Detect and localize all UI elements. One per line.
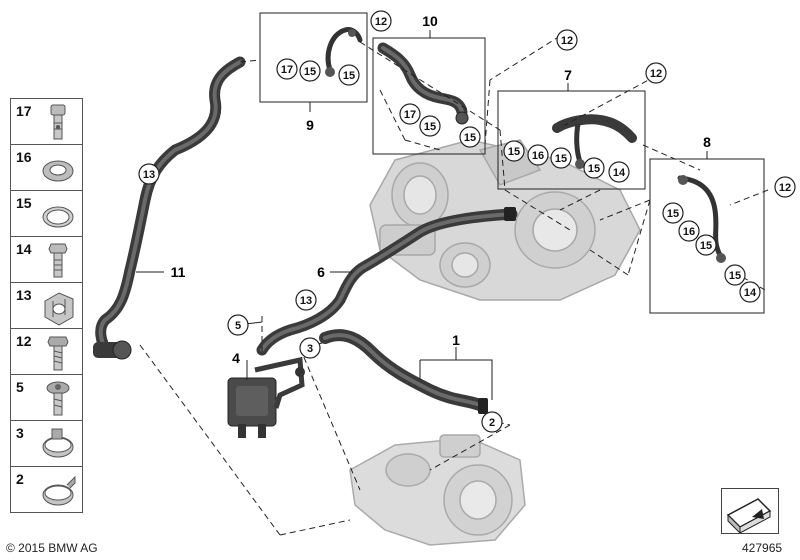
legend-item-3[interactable]: 3: [11, 421, 82, 467]
legend-item-17[interactable]: 17: [11, 99, 82, 145]
legend-number: 5: [16, 379, 24, 395]
callout-12a: 12: [375, 16, 387, 28]
hose-clamp-icon: [42, 428, 74, 458]
callout-15i: 15: [700, 240, 712, 252]
legend-number: 17: [16, 103, 32, 119]
label-6: 6: [317, 264, 325, 280]
callout-15g: 15: [588, 163, 600, 175]
callout-15f: 15: [555, 153, 567, 165]
label-4: 4: [232, 350, 240, 366]
callout-14a: 14: [613, 167, 626, 179]
oil-line-9: [325, 27, 363, 73]
callout-circles: [138, 10, 796, 433]
callout-15c: 15: [424, 121, 436, 133]
hose-6-clamp: [504, 207, 516, 221]
callout-12c: 12: [650, 68, 662, 80]
label-11: 11: [171, 264, 186, 280]
copyright-text: © 2015 BMW AG: [6, 541, 98, 555]
callout-15h: 15: [667, 208, 679, 220]
hose-11-connector: [93, 340, 132, 360]
label-9: 9: [306, 117, 314, 133]
callout-15b: 15: [343, 70, 355, 82]
legend-number: 12: [16, 333, 32, 349]
legend-item-5[interactable]: 5: [11, 375, 82, 421]
group-box-7: [497, 90, 646, 190]
banjo-bolt-icon: [50, 104, 66, 140]
callout-14b: 14: [744, 287, 757, 299]
legend-item-2[interactable]: 2: [11, 467, 82, 512]
callout-15a: 15: [304, 66, 316, 78]
banjo-bolt-hollow-icon: [48, 243, 68, 278]
hose-clamp-tab-icon: [42, 475, 76, 506]
holder-clip-icon: [44, 292, 74, 326]
callout-17a: 17: [281, 64, 293, 76]
group-box-10: [372, 37, 486, 155]
document-number: 427965: [742, 541, 783, 555]
small-parts-legend: 17 16 15 14 13: [10, 98, 83, 513]
sealing-ring-thick-icon: [42, 160, 74, 182]
legend-item-16[interactable]: 16: [11, 145, 82, 191]
valve-4: [227, 356, 305, 438]
group-box-9: [259, 12, 368, 103]
arrow-navigation-icon: [726, 498, 772, 535]
hose-7: [552, 114, 637, 143]
callout-numbers: 12 17 15 15 12 17 15 15 12 15 16 15 15 1…: [143, 16, 791, 429]
group-labels: 10 7 8 9 11 6 1 4: [171, 13, 712, 366]
callout-15e: 15: [508, 146, 520, 158]
legend-number: 3: [16, 425, 24, 441]
legend-number: 14: [16, 241, 32, 257]
lower-turbo-image: [349, 434, 526, 546]
callout-5: 5: [235, 320, 241, 332]
legend-item-12[interactable]: 12: [11, 329, 82, 375]
leader-lines-solid: [136, 30, 708, 400]
hex-bolt-icon: [47, 336, 69, 371]
legend-item-15[interactable]: 15: [11, 191, 82, 237]
callout-12b: 12: [561, 35, 573, 47]
label-7: 7: [564, 67, 572, 83]
legend-number: 15: [16, 195, 32, 211]
legend-number: 16: [16, 149, 32, 165]
leader-lines-dashed: [139, 35, 769, 536]
legend-number: 2: [16, 471, 24, 487]
label-10: 10: [422, 13, 438, 29]
legend-number: 13: [16, 287, 32, 303]
callout-16a: 16: [532, 150, 544, 162]
callout-12d: 12: [779, 182, 791, 194]
label-1: 1: [452, 332, 460, 348]
callout-3: 3: [307, 343, 313, 355]
callout-15j: 15: [729, 270, 741, 282]
sealing-ring-thin-icon: [42, 206, 74, 228]
callout-13a: 13: [143, 169, 155, 181]
legend-item-13[interactable]: 13: [11, 283, 82, 329]
callout-15d: 15: [464, 132, 476, 144]
hose-11: [95, 56, 246, 358]
navigation-button[interactable]: [721, 488, 779, 535]
callout-16b: 16: [683, 226, 695, 238]
legend-item-14[interactable]: 14: [11, 237, 82, 283]
callout-17b: 17: [404, 109, 416, 121]
callout-2: 2: [489, 417, 495, 429]
callout-13b: 13: [300, 295, 312, 307]
label-8: 8: [703, 134, 711, 150]
hose-1-clamp: [478, 398, 488, 414]
torx-bolt-icon: [46, 381, 70, 416]
